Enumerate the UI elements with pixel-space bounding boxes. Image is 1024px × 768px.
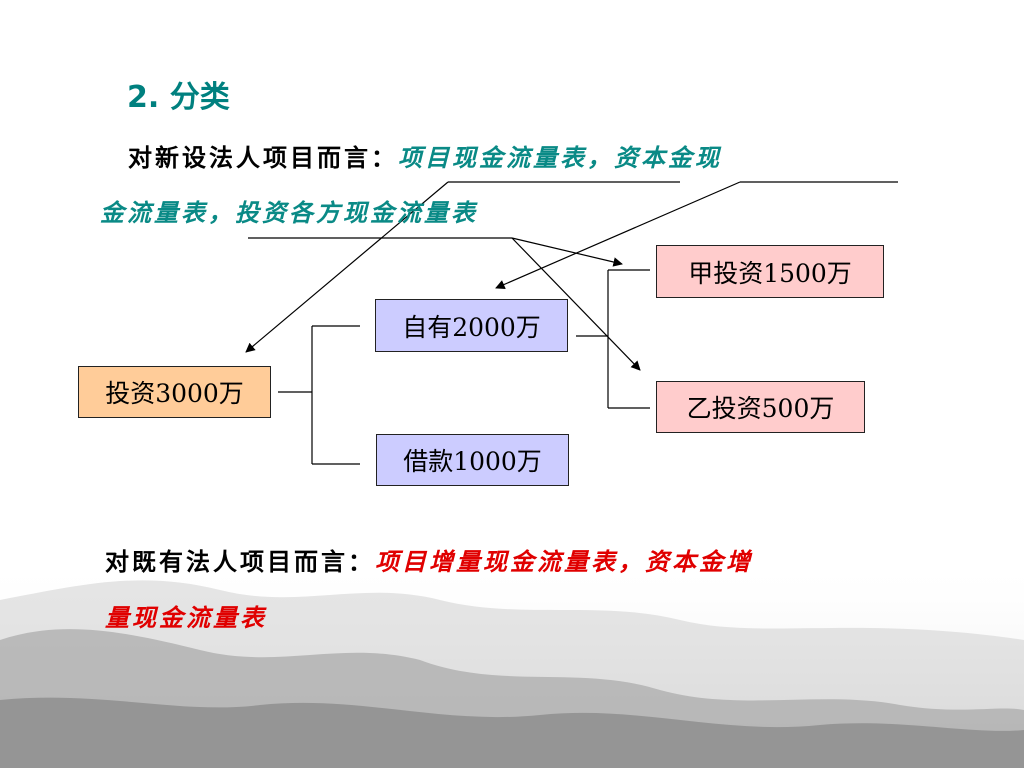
existing-entity-label: 对既有法人项目而言： [105,547,375,576]
new-entity-items-2: 金流量表，投资各方现金流量表 [100,198,478,227]
new-entity-label: 对新设法人项目而言： [128,143,398,172]
existing-entity-line-2: 量现金流量表 [105,598,267,633]
new-entity-line-1: 对新设法人项目而言：项目现金流量表，资本金现 [128,138,722,173]
new-entity-items-1: 项目现金流量表，资本金现 [398,143,722,172]
box-investor-b: 乙投资500万 [656,381,865,433]
new-entity-line-2: 金流量表，投资各方现金流量表 [100,193,478,228]
page-title: 2. 分类 [127,80,230,115]
box-investor-a: 甲投资1500万 [656,245,884,298]
existing-entity-line-1: 对既有法人项目而言：项目增量现金流量表，资本金增 [105,542,753,577]
box-own-funds: 自有2000万 [375,299,568,352]
existing-entity-items-1: 项目增量现金流量表，资本金增 [375,547,753,576]
existing-entity-items-2: 量现金流量表 [105,603,267,632]
box-total-investment: 投资3000万 [78,366,271,418]
box-loan: 借款1000万 [376,434,569,486]
